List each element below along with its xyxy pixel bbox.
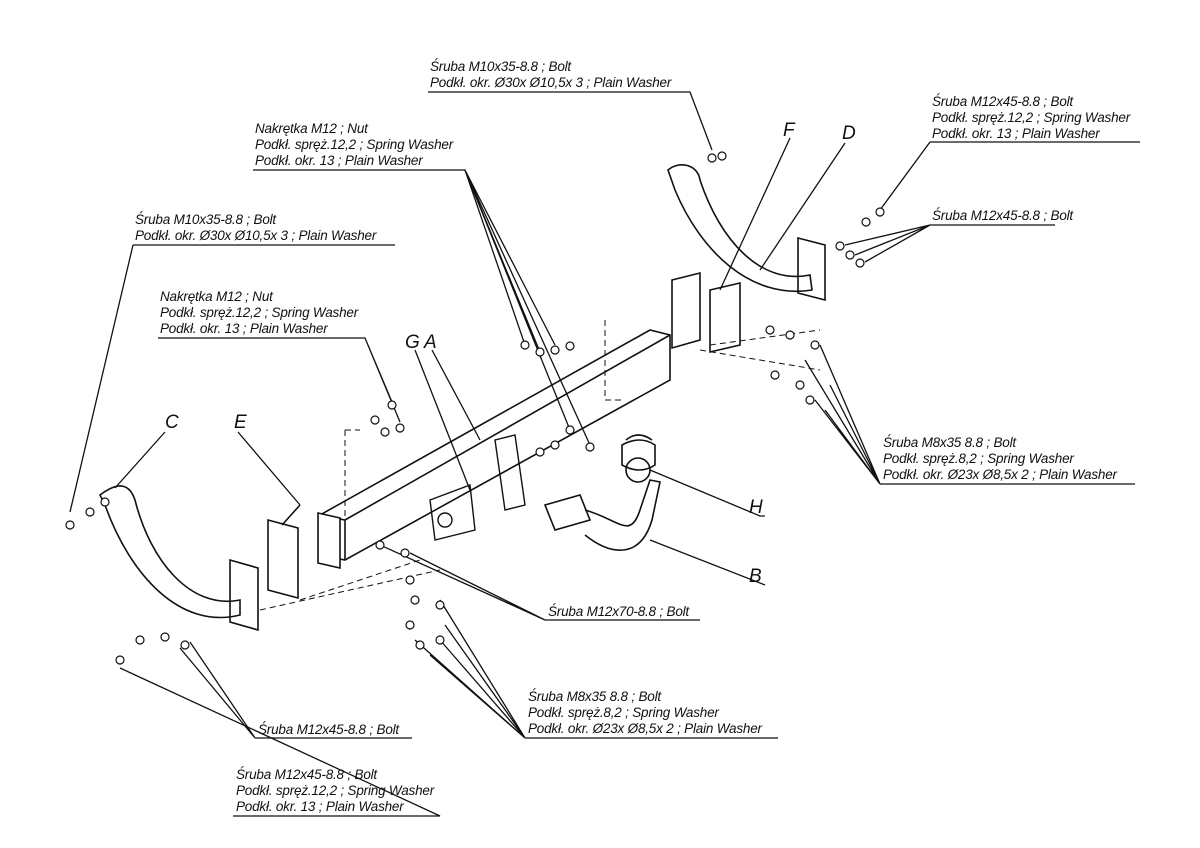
callout-line: Podkł. okr. Ø23x Ø8,5x 2 ; Plain Washer	[528, 721, 762, 736]
part-letter-g: G	[405, 332, 420, 353]
callout-m12x70: Śruba M12x70-8.8 ; Bolt	[548, 604, 689, 620]
callout-line: Podkł. spręż.12,2 ; Spring Washer	[932, 110, 1131, 125]
tow-ball	[543, 434, 661, 551]
callout-line: Nakrętka M12 ; Nut	[255, 121, 368, 136]
callout-line: Śruba M12x45-8.8 ; Bolt	[236, 767, 377, 782]
callout-line: Podkł. spręż.8,2 ; Spring Washer	[528, 705, 719, 720]
callout-right-m8: Śruba M8x35 8.8 ; Bolt Podkł. spręż.8,2 …	[883, 435, 1117, 483]
callout-line: Podkł. spręż.12,2 ; Spring Washer	[255, 137, 454, 152]
callout-line: Podkł. okr. Ø30x Ø10,5x 3 ; Plain Washer	[135, 228, 377, 243]
part-letter-f: F	[783, 120, 795, 141]
callout-line: Śruba M12x45-8.8 ; Bolt	[932, 94, 1073, 109]
callout-line: Podkł. okr. 13 ; Plain Washer	[160, 321, 328, 336]
callout-left-bolt: Śruba M10x35-8.8 ; Bolt Podkł. okr. Ø30x…	[135, 212, 376, 244]
part-letter-b: B	[749, 566, 762, 587]
callout-line: Podkł. okr. Ø23x Ø8,5x 2 ; Plain Washer	[883, 467, 1117, 482]
part-letter-h: H	[749, 497, 763, 518]
callout-top-nut: Nakrętka M12 ; Nut Podkł. spręż.12,2 ; S…	[255, 121, 453, 169]
arm-c	[98, 485, 241, 619]
callout-line: Śruba M8x35 8.8 ; Bolt	[528, 689, 661, 704]
callout-right-bolt-short: Śruba M12x45-8.8 ; Bolt	[932, 208, 1073, 224]
callout-line: Śruba M8x35 8.8 ; Bolt	[883, 435, 1016, 450]
socket-plate	[429, 434, 526, 541]
alignment-dashes	[259, 320, 821, 611]
callout-line: Podkł. spręż.12,2 ; Spring Washer	[236, 783, 435, 798]
callout-line: Śruba M10x35-8.8 ; Bolt	[430, 59, 571, 74]
callout-line: Śruba M12x70-8.8 ; Bolt	[548, 604, 689, 619]
callout-line: Śruba M12x45-8.8 ; Bolt	[932, 208, 1073, 223]
crossbeam	[317, 329, 671, 570]
callout-bottom-m12: Śruba M12x45-8.8 ; Bolt Podkł. spręż.12,…	[236, 767, 434, 815]
callout-line: Podkł. okr. 13 ; Plain Washer	[932, 126, 1100, 141]
callout-line: Śruba M10x35-8.8 ; Bolt	[135, 212, 276, 227]
part-letter-e: E	[234, 412, 247, 433]
arm-d	[667, 164, 813, 293]
callout-mid-nut: Nakrętka M12 ; Nut Podkł. spręż.12,2 ; S…	[160, 289, 358, 337]
callout-bottom-m8: Śruba M8x35 8.8 ; Bolt Podkł. spręż.8,2 …	[528, 689, 762, 737]
callout-line: Podkł. okr. 13 ; Plain Washer	[236, 799, 404, 814]
part-letter-c: C	[165, 412, 179, 433]
part-letter-d: D	[842, 123, 856, 144]
fasteners	[65, 151, 885, 665]
part-letter-a: A	[424, 332, 437, 353]
callout-line: Podkł. okr. 13 ; Plain Washer	[255, 153, 423, 168]
callout-bottom-m12-short: Śruba M12x45-8.8 ; Bolt	[258, 722, 399, 738]
callout-line: Podkł. spręż.12,2 ; Spring Washer	[160, 305, 359, 320]
callout-line: Śruba M12x45-8.8 ; Bolt	[258, 722, 399, 737]
callout-line: Podkł. spręż.8,2 ; Spring Washer	[883, 451, 1074, 466]
callout-top-bolt: Śruba M10x35-8.8 ; Bolt Podkł. okr. Ø30x…	[430, 59, 671, 91]
callout-line: Podkł. okr. Ø30x Ø10,5x 3 ; Plain Washer	[430, 75, 672, 90]
bracket-right	[671, 236, 826, 354]
callout-top-right-bolt: Śruba M12x45-8.8 ; Bolt Podkł. spręż.12,…	[932, 94, 1130, 142]
callout-line: Nakrętka M12 ; Nut	[160, 289, 273, 304]
